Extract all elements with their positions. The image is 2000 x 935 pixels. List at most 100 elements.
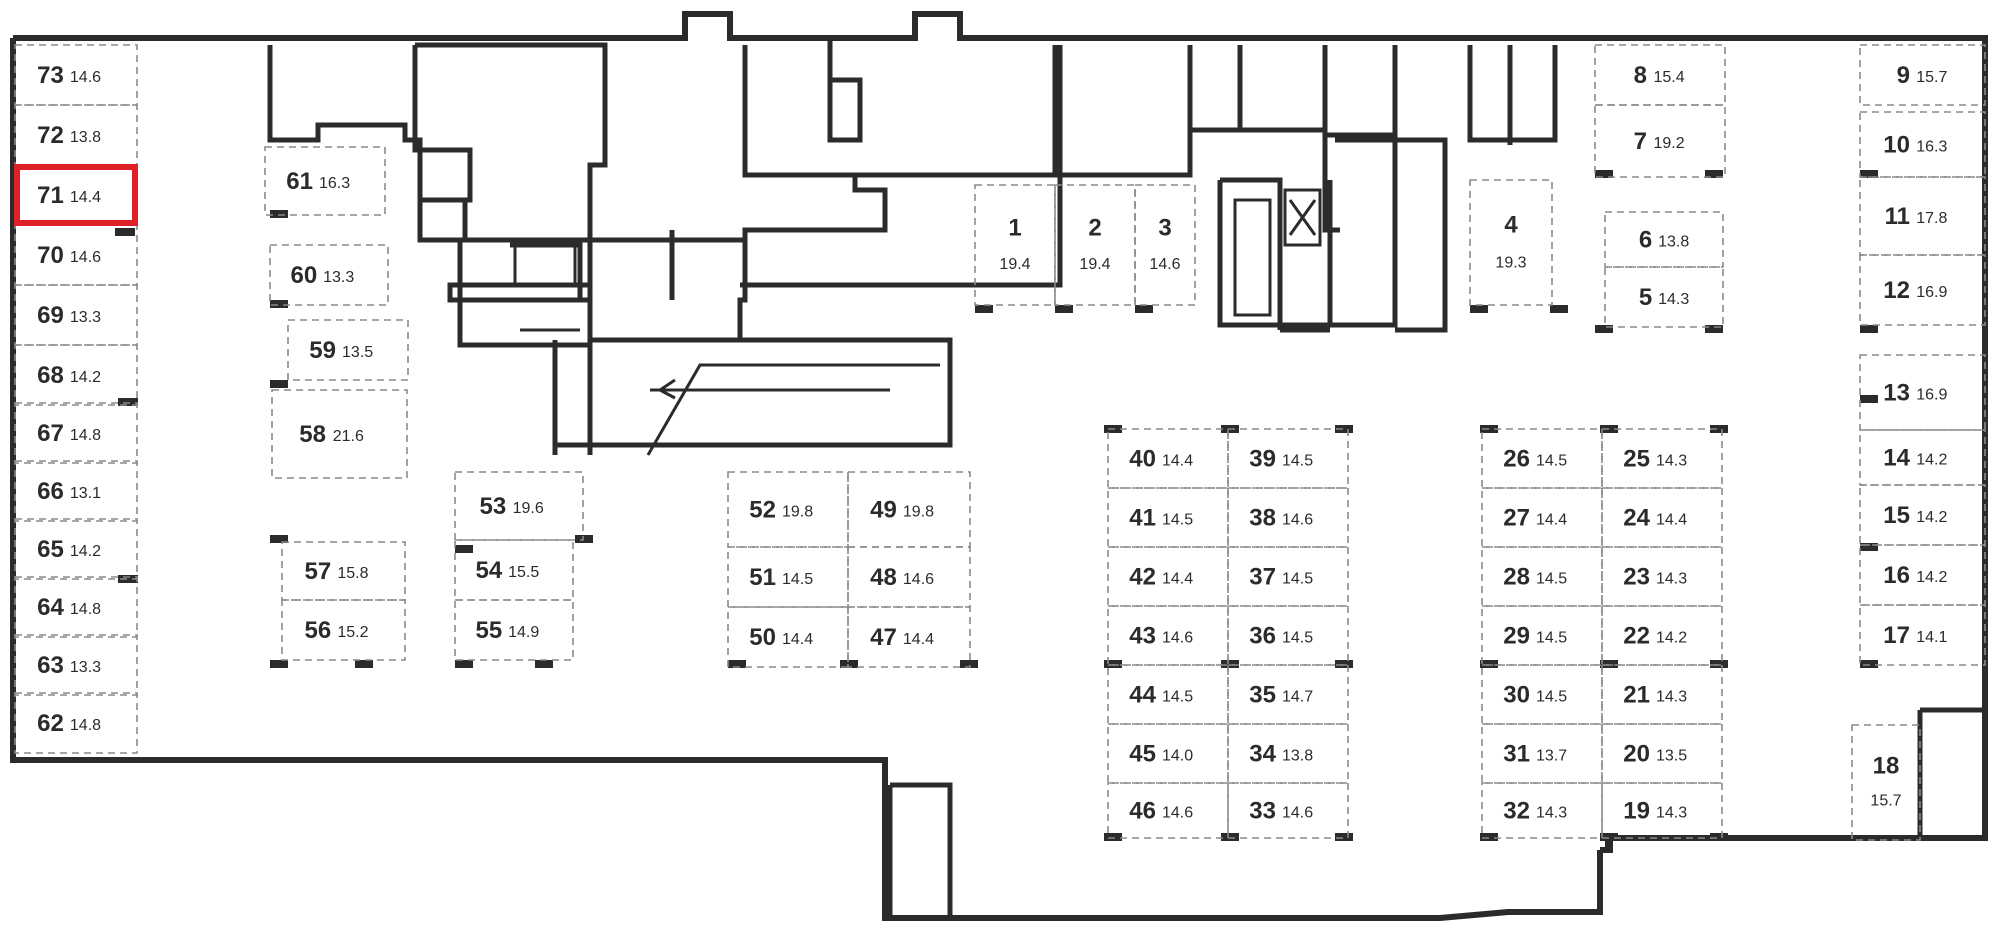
spot-area: 13.8 [1282, 748, 1313, 765]
spot-number: 68 [37, 362, 64, 389]
spot-number: 57 [304, 558, 331, 585]
spot-number: 30 [1503, 682, 1530, 709]
spot-area: 13.3 [70, 309, 101, 326]
spot-outline [281, 599, 406, 661]
spot-area: 13.5 [342, 344, 373, 361]
spot-area: 13.1 [70, 485, 101, 502]
parking-spot-3[interactable]: 314.6 [1134, 184, 1196, 306]
spot-outline [1469, 179, 1553, 306]
spot-area: 15.4 [1654, 69, 1685, 86]
parking-spot-4[interactable]: 419.3 [1469, 179, 1553, 306]
spot-number: 4 [1504, 212, 1518, 239]
spot-number: 5 [1639, 284, 1652, 311]
parking-spot-2[interactable]: 219.4 [1054, 184, 1136, 306]
spot-area: 14.5 [1282, 571, 1313, 588]
spot-number: 34 [1249, 741, 1276, 768]
spot-number: 7 [1634, 128, 1647, 155]
spot-area: 14.2 [1916, 569, 1947, 586]
spot-number: 46 [1129, 798, 1156, 825]
spot-area: 13.3 [70, 659, 101, 676]
spot-area: 17.8 [1916, 210, 1947, 227]
parking-spot-1[interactable]: 119.4 [974, 184, 1056, 306]
parking-spot-34[interactable]: 34 13.8 [1227, 723, 1349, 784]
spot-area: 14.4 [782, 631, 813, 648]
spot-area: 19.8 [782, 504, 813, 521]
spot-area: 13.7 [1536, 748, 1567, 765]
spot-area: 13.5 [1656, 748, 1687, 765]
spot-area: 14.5 [1162, 689, 1193, 706]
spot-number: 29 [1503, 623, 1530, 650]
spot-outline [1601, 664, 1723, 725]
spot-number: 3 [1158, 214, 1171, 241]
outer-walls [10, 11, 1988, 921]
